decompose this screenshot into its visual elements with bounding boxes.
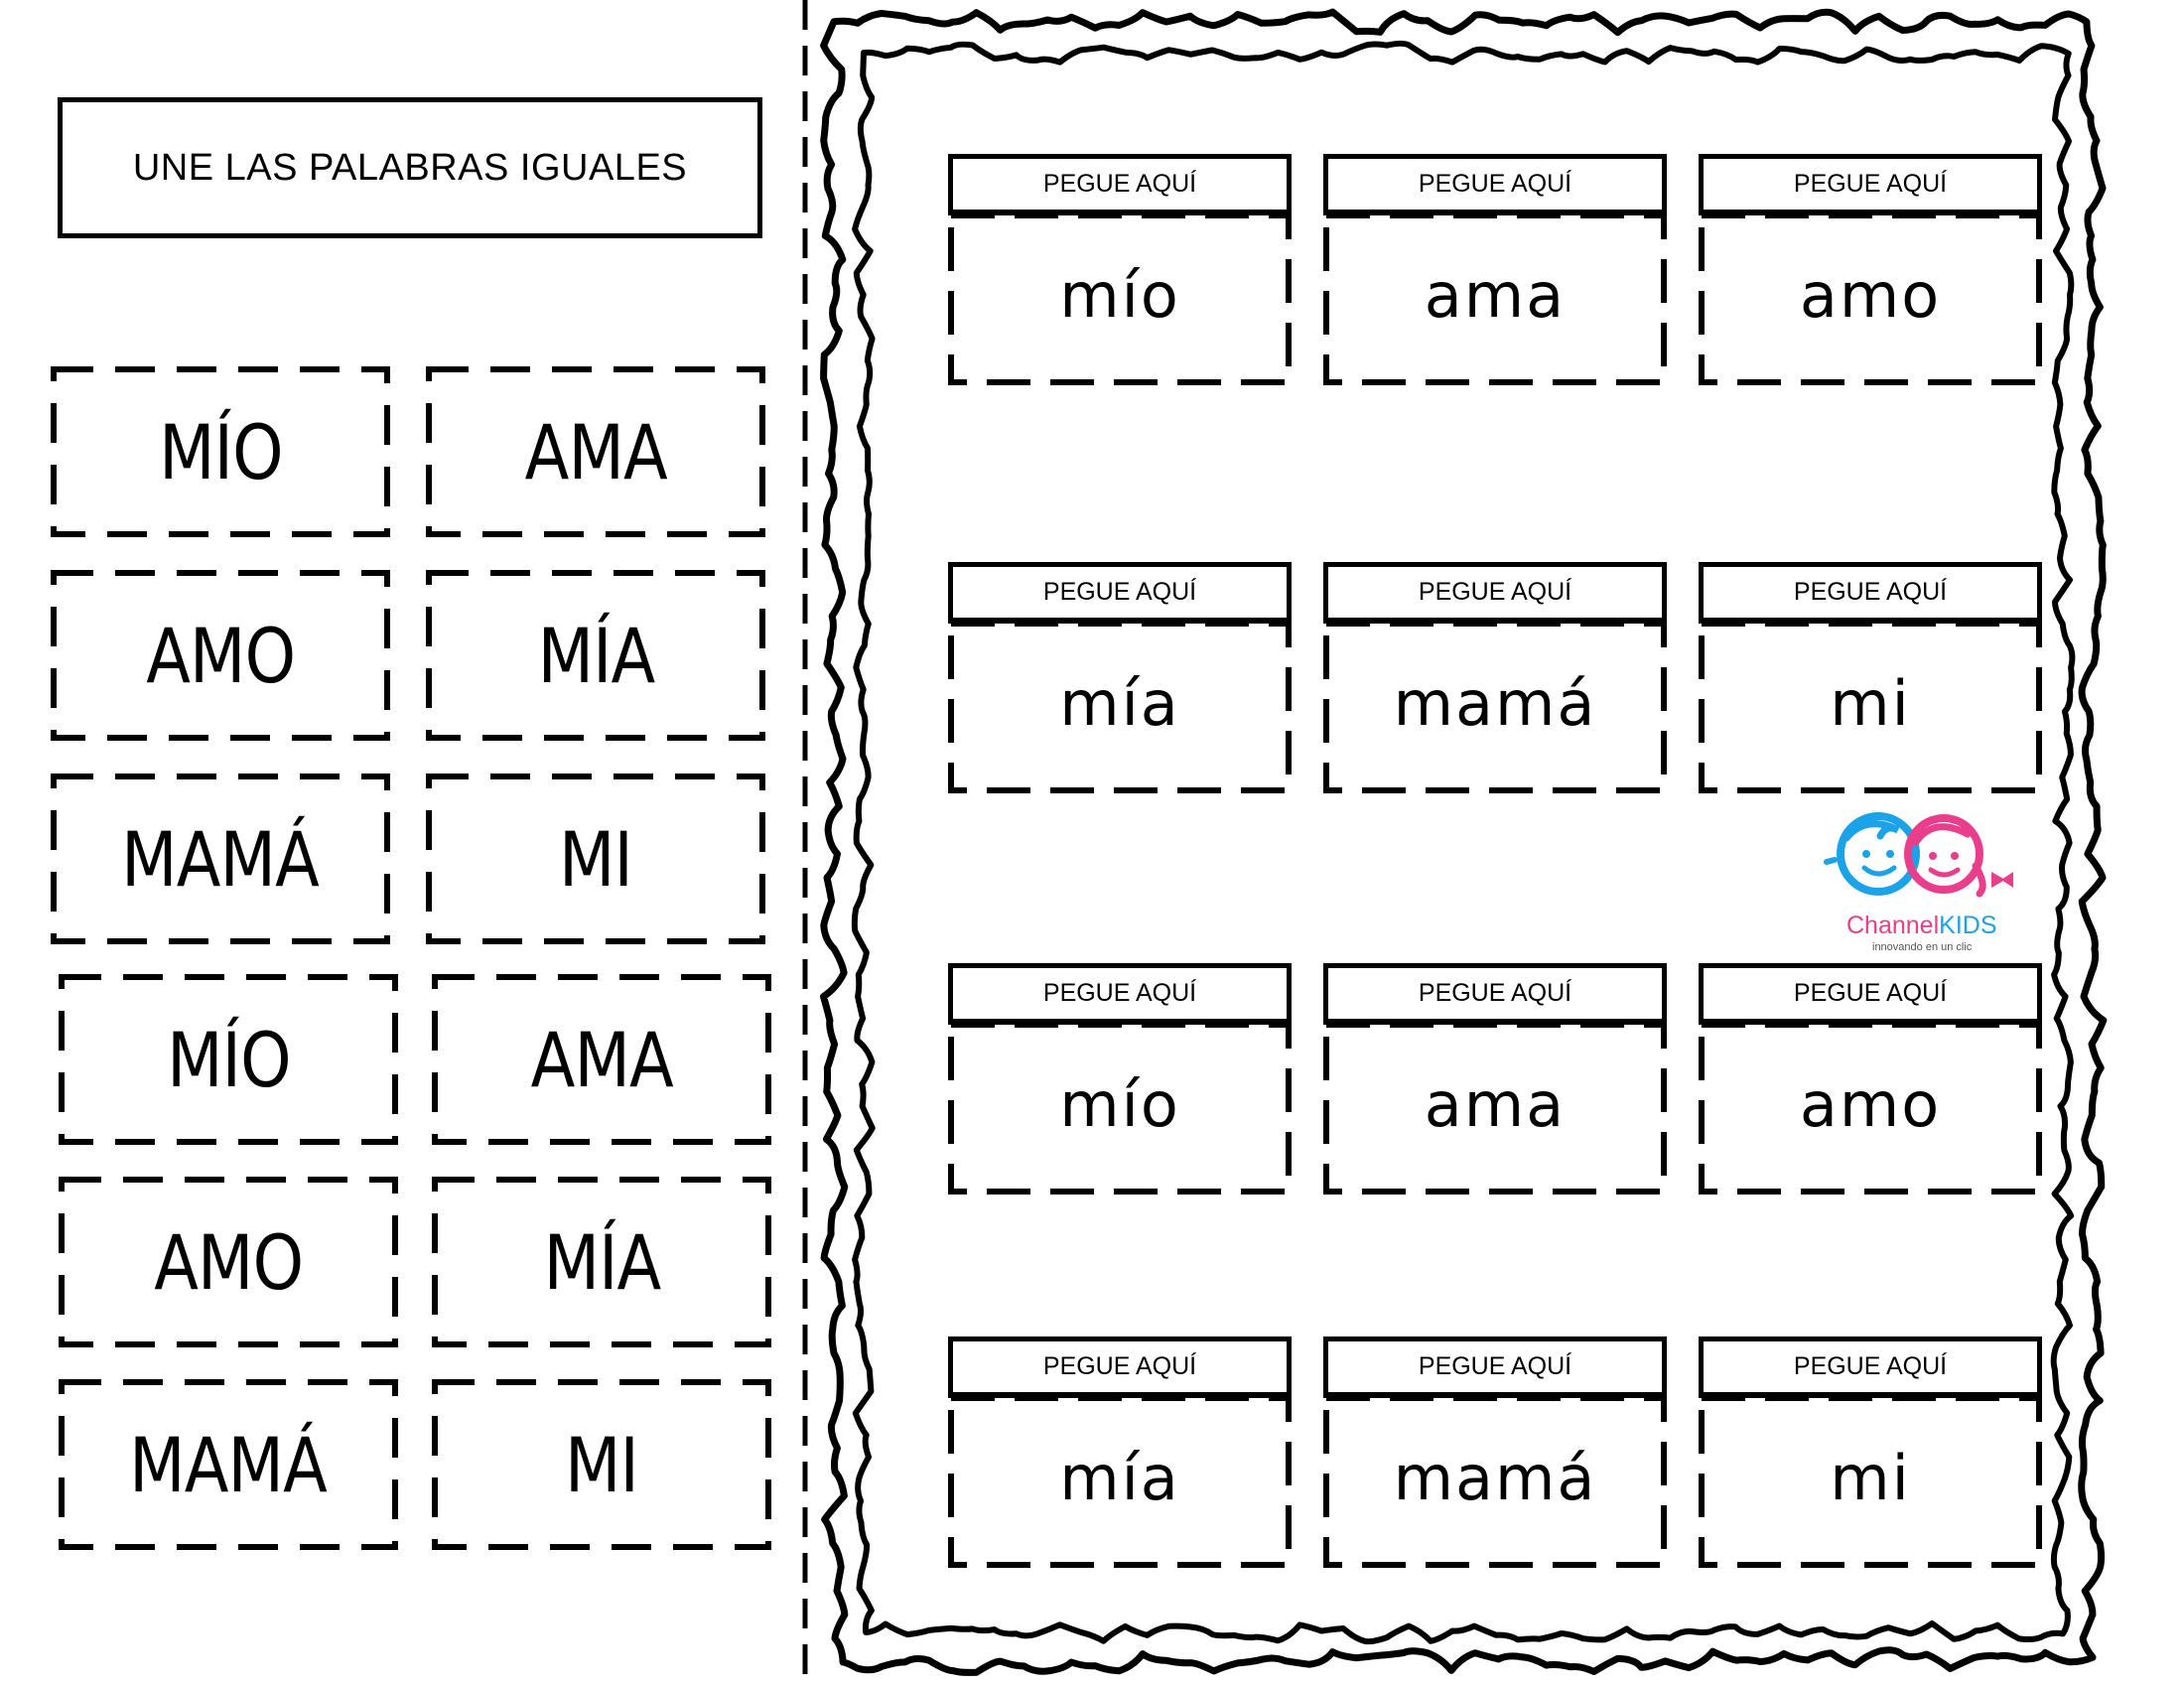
cut-card-word: MÍA [543,1217,661,1307]
paste-slot-label: PEGUE AQUÍ [1699,963,2042,1025]
cut-card-word: AMA [530,1015,673,1104]
paste-slot[interactable]: PEGUE AQUÍ mi [1699,562,2042,796]
cut-card[interactable]: MI [426,774,765,944]
logo-brand-text: ChannelKIDS [1846,912,1997,939]
dashed-paste-area [1699,212,2042,385]
cut-card[interactable]: MAMÁ [59,1379,398,1550]
worksheet-title: UNE LAS PALABRAS IGUALES [58,97,762,238]
dashed-paste-area [1699,1395,2042,1568]
cut-card[interactable]: AMA [426,366,765,537]
paste-slot[interactable]: PEGUE AQUÍ mía [948,562,1292,796]
cut-card[interactable]: MAMÁ [51,774,390,944]
paste-slot-word: mamá [1393,1441,1597,1514]
dashed-paste-area [948,212,1292,385]
dashed-paste-area [1699,1022,2042,1195]
kids-faces-icon [1824,812,2013,898]
paste-slot[interactable]: PEGUE AQUÍ amo [1699,963,2042,1197]
paste-slot-label: PEGUE AQUÍ [1699,1336,2042,1398]
paste-slot-word: ama [1424,1067,1567,1141]
cut-card-word: MÍO [166,1015,291,1104]
dashed-paste-area [948,621,1292,793]
cut-card-word: MÍA [537,611,655,700]
cut-card-word: MÍO [158,407,283,496]
dashed-paste-area [1323,1395,1667,1568]
paste-slot-word: mío [1059,1067,1180,1141]
cut-card[interactable]: MÍA [432,1177,771,1347]
channelkids-logo: ChannelKIDS innovando en un clic [1817,802,2065,961]
paste-slot[interactable]: PEGUE AQUÍ amo [1699,154,2042,388]
paste-slot-word: mío [1059,258,1180,332]
paste-slot-label: PEGUE AQUÍ [1699,562,2042,624]
dashed-paste-area [1323,621,1667,793]
cut-card[interactable]: AMO [51,570,390,741]
paste-slot[interactable]: PEGUE AQUÍ mi [1699,1336,2042,1571]
cut-card-word: MI [565,1420,639,1509]
paste-slot-label: PEGUE AQUÍ [948,562,1292,624]
paste-slot-label: PEGUE AQUÍ [1323,154,1667,215]
cut-card[interactable]: MÍO [51,366,390,537]
cut-card[interactable]: MÍO [59,974,398,1145]
paste-slot-word: mi [1830,1441,1911,1514]
paste-slot-word: ama [1424,258,1567,332]
paste-slot-label: PEGUE AQUÍ [948,154,1292,215]
cut-card-word: AMO [146,611,296,700]
dashed-paste-area [948,1395,1292,1568]
paste-slot-label: PEGUE AQUÍ [948,963,1292,1025]
paste-slot[interactable]: PEGUE AQUÍ mía [948,1336,1292,1571]
dashed-paste-area [1323,212,1667,385]
paste-slot[interactable]: PEGUE AQUÍ mamá [1323,1336,1667,1571]
paste-slot-label: PEGUE AQUÍ [1323,562,1667,624]
cut-card-word: AMO [154,1217,304,1307]
cut-card-word: MAMÁ [129,1420,329,1509]
paste-slot-word: amo [1799,258,1942,332]
dashed-paste-area [948,1022,1292,1195]
paste-slot-label: PEGUE AQUÍ [1323,1336,1667,1398]
cut-card[interactable]: MÍA [426,570,765,741]
paste-slot-label: PEGUE AQUÍ [1323,963,1667,1025]
paste-slot[interactable]: PEGUE AQUÍ ama [1323,154,1667,388]
cut-card-word: MAMÁ [121,814,321,904]
paste-slot-word: mía [1059,1441,1180,1514]
paste-slot-label: PEGUE AQUÍ [948,1336,1292,1398]
dashed-paste-area [1699,621,2042,793]
cut-card[interactable]: AMO [59,1177,398,1347]
paste-slot-word: mamá [1393,666,1597,740]
paste-slot[interactable]: PEGUE AQUÍ mío [948,154,1292,388]
paste-slot-word: amo [1799,1067,1942,1141]
paste-slot[interactable]: PEGUE AQUÍ mamá [1323,562,1667,796]
paste-slot[interactable]: PEGUE AQUÍ mío [948,963,1292,1197]
wavy-frame-border [820,8,2108,1676]
cut-card-word: MI [559,814,633,904]
logo-tagline: innovando en un clic [1872,941,1973,953]
cut-card[interactable]: AMA [432,974,771,1145]
dashed-cut-line [802,0,808,1688]
dashed-paste-area [1323,1022,1667,1195]
cut-card[interactable]: MI [432,1379,771,1550]
cut-card-word: AMA [524,407,667,496]
paste-slot-word: mía [1059,666,1180,740]
paste-slot[interactable]: PEGUE AQUÍ ama [1323,963,1667,1197]
paste-slot-label: PEGUE AQUÍ [1699,154,2042,215]
paste-slot-word: mi [1830,666,1911,740]
